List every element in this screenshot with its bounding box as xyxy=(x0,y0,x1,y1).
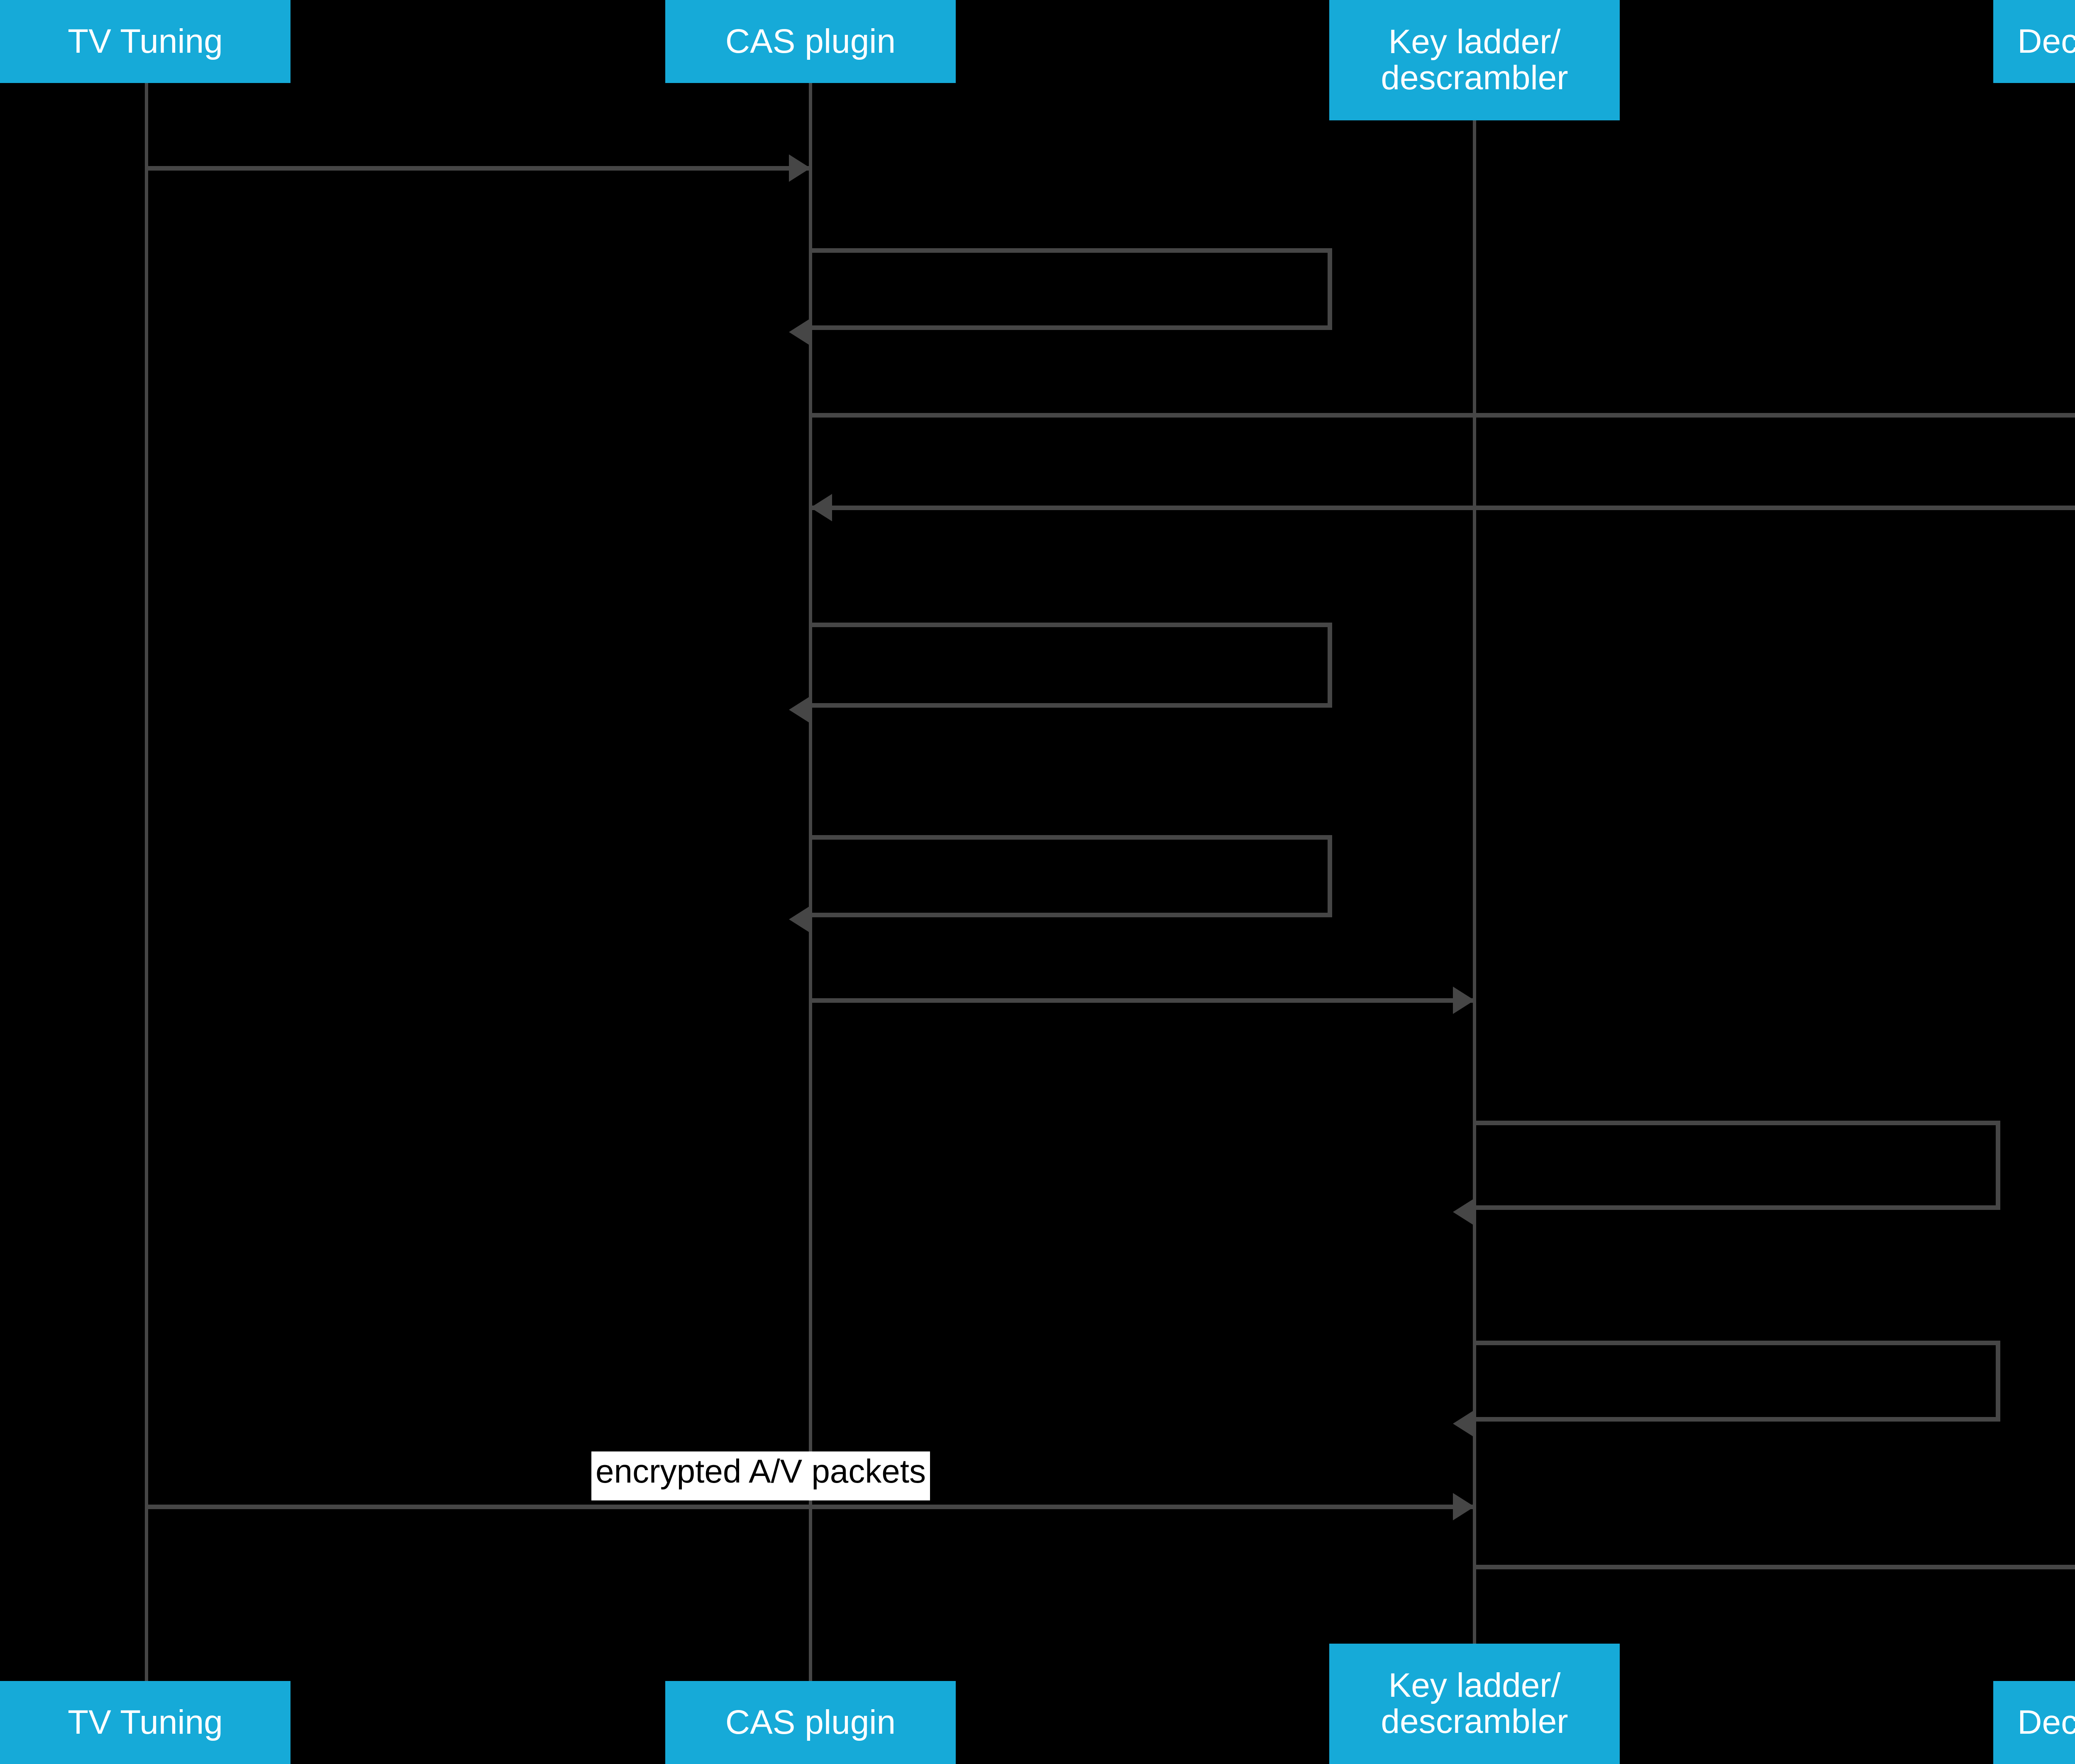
message-line-1 xyxy=(146,166,810,171)
lifeline-tv-tuning xyxy=(145,83,148,1681)
arrowhead-self-message-6 xyxy=(789,906,810,933)
participant-bottom-tv-tuning[interactable]: TV Tuning xyxy=(0,1681,290,1764)
lifeline-cas-plugin xyxy=(809,83,812,1681)
participant-top-cas-plugin[interactable]: CAS plugin xyxy=(665,0,956,83)
lifeline-key-ladder-descrambler xyxy=(1473,120,1476,1644)
message-line-11 xyxy=(1474,1565,2075,1569)
message-label-10: encrypted A/V packets xyxy=(591,1451,930,1500)
message-line-7 xyxy=(810,998,1474,1003)
arrowhead-message-7 xyxy=(1453,987,1474,1014)
message-line-4 xyxy=(810,506,2075,510)
participant-top-decode-display[interactable]: Decode, display xyxy=(1993,0,2075,83)
participant-bottom-key-ladder-descrambler[interactable]: Key ladder/ descrambler xyxy=(1329,1644,1620,1764)
participant-top-key-ladder-descrambler[interactable]: Key ladder/ descrambler xyxy=(1329,0,1620,120)
arrowhead-self-message-2 xyxy=(789,318,810,346)
self-message-2 xyxy=(810,248,1332,330)
arrowhead-message-1 xyxy=(789,154,810,182)
arrowhead-self-message-9 xyxy=(1453,1410,1474,1437)
participant-bottom-decode-display[interactable]: Decode, display xyxy=(1993,1681,2075,1764)
participant-bottom-cas-plugin[interactable]: CAS plugin xyxy=(665,1681,956,1764)
arrowhead-message-4 xyxy=(810,494,832,521)
participant-top-tv-tuning[interactable]: TV Tuning xyxy=(0,0,290,83)
self-message-9 xyxy=(1474,1341,2000,1422)
self-message-8 xyxy=(1474,1121,2000,1210)
message-line-3 xyxy=(810,413,2075,418)
self-message-6 xyxy=(810,835,1332,917)
arrowhead-message-10 xyxy=(1453,1493,1474,1520)
self-message-5 xyxy=(810,623,1332,708)
arrowhead-self-message-5 xyxy=(789,696,810,723)
message-line-10 xyxy=(146,1505,1474,1509)
arrowhead-self-message-8 xyxy=(1453,1198,1474,1226)
